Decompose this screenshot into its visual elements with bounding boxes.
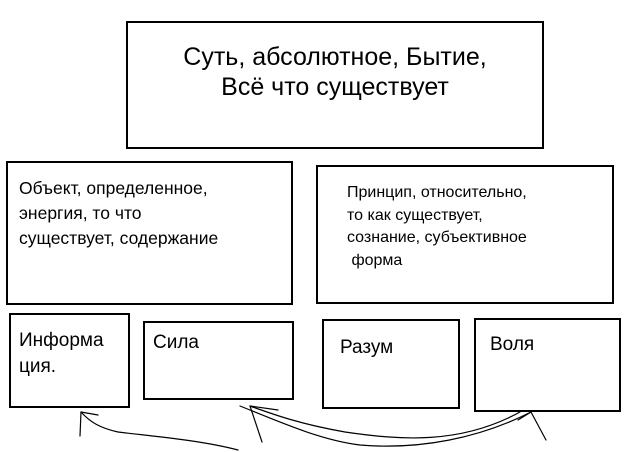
information-line-2: ция.: [19, 356, 57, 377]
reason-box: Разум: [322, 319, 460, 409]
information-text: Информа ция.: [19, 328, 104, 380]
curved-arrow-to-will: [239, 405, 532, 447]
object-concept-box: Объект, определенное, энергия, то что суще…: [6, 161, 293, 305]
principle-concept-box: Принцип, относительно, то как существует,…: [316, 165, 614, 304]
object-concept-line-3: существует, содержание: [19, 228, 219, 248]
force-text: Сила: [153, 332, 199, 353]
principle-concept-line-1: Принцип, относительно,: [347, 184, 527, 201]
object-concept-text: Объект, определенное, энергия, то что суще…: [19, 176, 218, 251]
arrowhead-information-left: [79, 411, 82, 437]
object-concept-line-2: энергия, то что: [19, 203, 142, 223]
curved-arrow-to-information: [80, 411, 239, 451]
root-concept-text: Суть, абсолютное, Бытие,Всё что существу…: [128, 42, 542, 102]
arrowhead-will-right: [530, 411, 547, 441]
root-concept-line-2: Всё что существует: [221, 73, 449, 101]
will-text: Воля: [490, 334, 535, 355]
arrowhead-force-right: [249, 405, 279, 411]
information-line-1: Информа: [19, 330, 104, 351]
information-box: Информа ция.: [9, 313, 130, 408]
force-box: Сила: [143, 321, 294, 400]
principle-concept-line-3: сознание, субъективное: [347, 229, 527, 246]
principle-concept-line-2: то как существует,: [347, 206, 483, 224]
will-box: Воля: [474, 318, 621, 412]
object-concept-line-1: Объект, определенное,: [19, 178, 208, 198]
root-concept-line-1: Суть, абсолютное, Бытие,: [183, 43, 487, 71]
curved-arrow-to-force: [249, 405, 521, 439]
arrowhead-information-right: [80, 411, 99, 416]
root-concept-box: Суть, абсолютное, Бытие,Всё что существу…: [126, 21, 544, 149]
arrowhead-will-left: [517, 411, 532, 421]
arrowhead-force-left: [249, 405, 263, 443]
reason-text: Разум: [340, 337, 394, 358]
principle-concept-text: Принцип, относительно, то как существует,…: [347, 182, 527, 272]
principle-concept-line-4: форма: [347, 251, 403, 269]
